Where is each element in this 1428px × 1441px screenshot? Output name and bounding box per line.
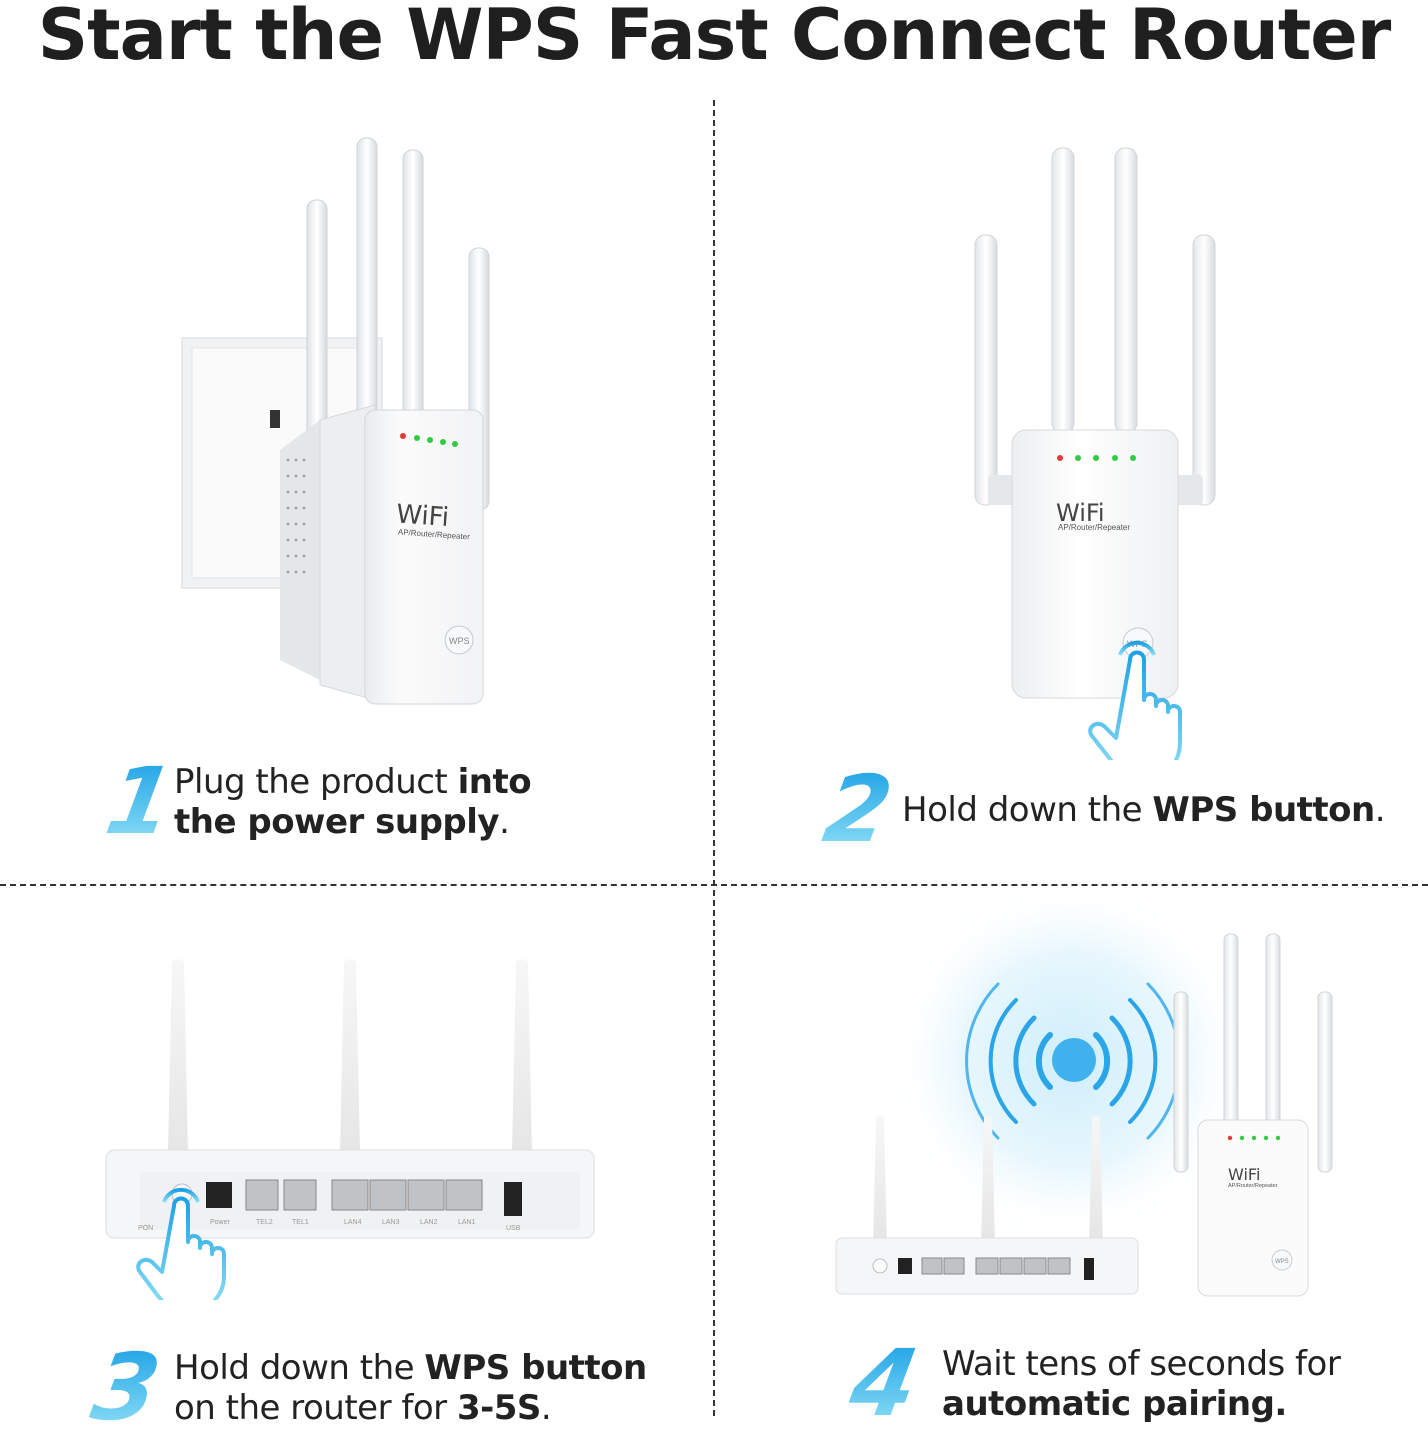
antenna	[512, 959, 532, 1152]
step-3: 3 Hold down the WPS button on the router…	[85, 1334, 648, 1441]
extender-wps-illustration: WiFi AP/Router/Repeater WPS	[974, 147, 1216, 760]
step-number: 4	[843, 1330, 940, 1437]
step-2: 2 Hold down the WPS button.	[817, 756, 1386, 863]
antenna	[981, 1116, 995, 1248]
antenna	[340, 959, 360, 1152]
page-title: Start the WPS Fast Connect Router	[37, 0, 1392, 76]
status-leds	[1227, 1135, 1281, 1141]
antenna	[1051, 147, 1075, 434]
horizontal-divider	[0, 884, 1428, 886]
svg-text:LAN3: LAN3	[382, 1219, 400, 1226]
step-text: Wait tens of seconds for automatic pairi…	[942, 1344, 1341, 1424]
antenna	[1192, 234, 1216, 506]
tel-port	[245, 1179, 279, 1211]
lan-port	[331, 1179, 369, 1211]
step-4: 4 Wait tens of seconds for automatic pai…	[843, 1330, 1341, 1437]
lan-port	[369, 1179, 407, 1211]
router-wps-illustration: PON Power TEL2 TEL1 LAN4 LAN3 LAN2 LAN1 …	[105, 959, 595, 1300]
extender-body	[1197, 1119, 1309, 1297]
usb-port	[504, 1182, 522, 1216]
device-subtitle: AP/Router/Repeater	[1228, 1183, 1278, 1189]
wps-button	[444, 625, 474, 655]
extender-body	[1011, 429, 1179, 699]
wps-button	[1271, 1249, 1293, 1271]
step-number: 2	[817, 756, 904, 863]
antenna	[402, 149, 424, 421]
extender-wall-illustration: WiFi AP/Router/Repeater WPS	[181, 137, 490, 705]
step-number: 3	[85, 1334, 172, 1441]
step-text: Hold down the WPS button.	[902, 790, 1386, 830]
svg-text:TEL2: TEL2	[256, 1219, 273, 1226]
antenna	[1317, 991, 1333, 1173]
antenna	[356, 137, 378, 419]
antenna	[873, 1116, 887, 1248]
antenna	[1089, 1116, 1103, 1248]
antenna	[1173, 991, 1189, 1173]
pointing-hand-icon	[1088, 640, 1182, 760]
tel-port	[283, 1179, 317, 1211]
wifi-signal-icon	[965, 982, 1181, 1140]
antenna	[168, 959, 188, 1152]
status-leds	[1057, 455, 1136, 461]
status-leds	[400, 433, 458, 447]
antenna	[1265, 933, 1281, 1125]
antenna	[1223, 933, 1239, 1125]
extender-body	[364, 409, 484, 705]
svg-text:TEL1: TEL1	[292, 1219, 309, 1226]
step-text: Hold down the WPS button on the router f…	[174, 1348, 647, 1428]
antenna	[974, 234, 998, 506]
lan-port	[407, 1179, 445, 1211]
svg-text:Power: Power	[210, 1219, 231, 1226]
wifi-logo: WiFi	[395, 499, 450, 533]
svg-text:LAN2: LAN2	[420, 1219, 438, 1226]
step-1: 1 Plug the product into the power supply…	[99, 748, 604, 855]
vertical-divider	[713, 100, 715, 1416]
svg-text:USB: USB	[506, 1225, 521, 1232]
device-subtitle: AP/Router/Repeater	[1058, 523, 1130, 532]
wifi-logo: WiFi	[1056, 499, 1105, 527]
power-port	[206, 1182, 232, 1208]
svg-text:LAN1: LAN1	[458, 1219, 476, 1226]
svg-text:LAN4: LAN4	[344, 1219, 362, 1226]
lan-port	[445, 1179, 483, 1211]
pointing-hand-icon	[136, 1187, 226, 1300]
antenna	[1114, 147, 1138, 434]
svg-text:WPS: WPS	[1275, 1259, 1289, 1265]
step-text: Plug the product into the power supply.	[174, 762, 532, 842]
svg-text:PON: PON	[138, 1225, 153, 1232]
wifi-logo: WiFi	[1228, 1165, 1260, 1184]
step-number: 1	[98, 748, 182, 855]
pairing-illustration: WiFi AP/Router/Repeater WPS	[835, 890, 1333, 1297]
svg-text:WPS: WPS	[449, 636, 470, 646]
